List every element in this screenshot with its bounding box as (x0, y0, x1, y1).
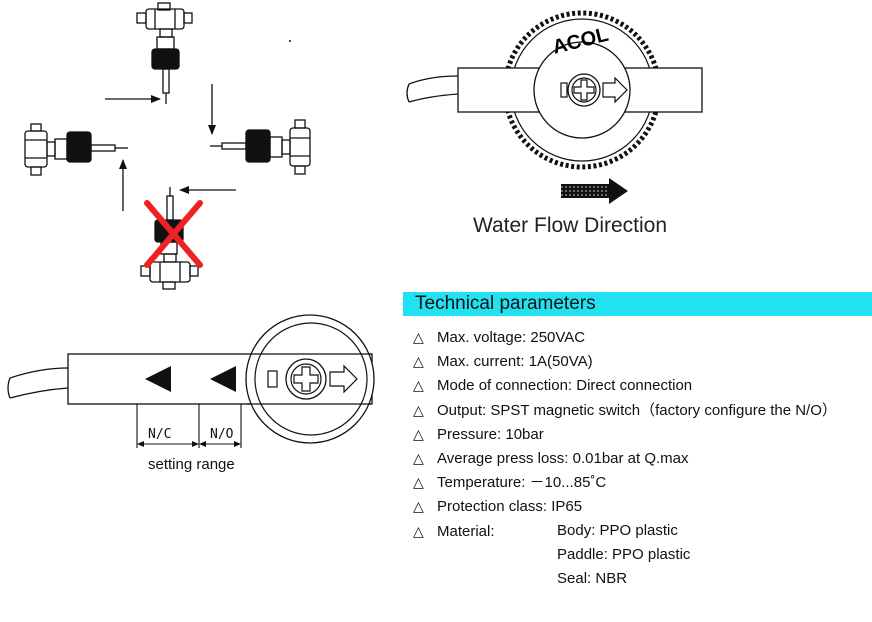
triangle-bullet-icon: △ (413, 401, 424, 418)
material-line: Body: PPO plastic (557, 521, 678, 539)
param-text: Temperature: －10...85˚C (437, 474, 607, 492)
flow-direction-caption: Water Flow Direction (472, 214, 668, 237)
triangle-bullet-icon: △ (413, 449, 424, 466)
param-item: △ Pressure: 10bar (413, 423, 837, 447)
flow-direction-arrow-icon (561, 178, 628, 204)
triangle-bullet-icon: △ (413, 498, 424, 515)
material-label: Material: (437, 522, 495, 540)
param-text: Pressure: 10bar (437, 425, 544, 443)
material-line: Seal: NBR (557, 569, 628, 587)
triangle-bullet-icon: △ (413, 377, 424, 394)
triangle-bullet-icon: △ (413, 425, 424, 442)
triangle-bullet-icon: △ (413, 522, 424, 539)
param-item: △ Temperature: －10...85˚C (413, 471, 837, 495)
setting-range-caption: setting range (148, 456, 235, 473)
sensor-right (210, 119, 311, 175)
param-item: △ Protection class: IP65 (413, 495, 837, 519)
technical-parameters-list: △ Max. voltage: 250VAC △ Max. current: 1A(… (413, 326, 837, 587)
param-text: Protection class: IP65 (437, 498, 583, 516)
param-text: Output: SPST magnetic switch（factory con… (437, 401, 837, 419)
triangle-bullet-icon: △ (413, 329, 424, 345)
wrong-orientation-cross-icon (144, 200, 203, 268)
flow-sensor-topview (406, 10, 703, 170)
param-text: Max. current: 1A(50VA) (437, 353, 593, 371)
param-item-material: △ Material: Body: PPO plastic Paddle: PPO… (413, 520, 837, 587)
setting-range-diagram (7, 314, 375, 448)
nc-label: N/C (148, 427, 172, 442)
param-item: △ Max. current: 1A(50VA) (413, 350, 837, 374)
triangle-bullet-icon: △ (413, 353, 424, 370)
material-line: Paddle: PPO plastic (557, 545, 691, 563)
param-text: Max. voltage: 250VAC (437, 329, 586, 346)
param-item: △ Mode of connection: Direct connection (413, 374, 837, 398)
sensor-bottom-incorrect (140, 187, 199, 290)
technical-parameters-header: Technical parameters (403, 292, 872, 316)
no-label: N/O (210, 427, 234, 442)
triangle-bullet-icon: △ (413, 474, 424, 491)
sensor-left (24, 123, 128, 176)
param-item: △ Max. voltage: 250VAC (413, 326, 837, 350)
param-item: △ Output: SPST magnetic switch（factory co… (413, 399, 837, 423)
sensor-top (136, 2, 193, 104)
material-values: Body: PPO plastic Paddle: PPO plastic Se… (557, 520, 690, 593)
param-item: △ Average press loss: 0.01bar at Q.max (413, 447, 837, 471)
param-text: Average press loss: 0.01bar at Q.max (437, 449, 689, 467)
param-text: Mode of connection: Direct connection (437, 377, 693, 395)
technical-parameters-title: Technical parameters (415, 293, 596, 314)
